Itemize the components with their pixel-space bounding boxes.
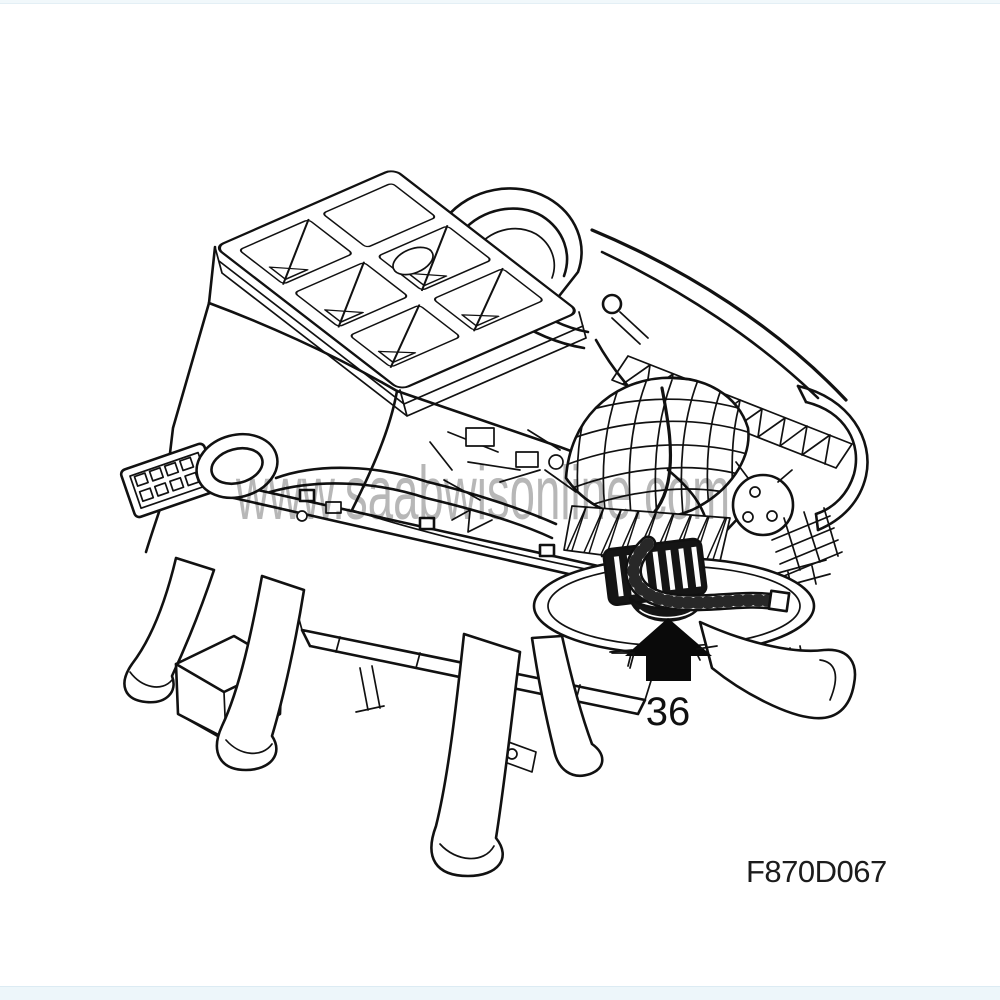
duct-leg <box>215 574 306 772</box>
duct-leg <box>430 632 522 878</box>
blower-mesh-dome <box>564 376 750 558</box>
plate-edge-marks <box>611 645 718 669</box>
floor-ducts <box>123 556 604 878</box>
hose-loop <box>195 432 558 540</box>
motor-end-plate <box>731 461 795 537</box>
hvac-line-art <box>119 170 869 878</box>
right-duct-leg <box>698 620 857 720</box>
upper-silhouette <box>590 228 848 402</box>
callout-number: 36 <box>646 690 691 734</box>
right-bracket-horn <box>796 384 869 532</box>
duct-leg <box>123 556 216 704</box>
air-distribution-frame <box>214 170 587 417</box>
callout: 36 <box>611 618 718 734</box>
corrugated-hose <box>625 535 791 613</box>
duct-leg <box>530 634 604 777</box>
page-top-edge-tint <box>0 0 1000 4</box>
page-bottom-edge-tint <box>0 986 1000 1000</box>
watermark-text: www.saabwisonline.com <box>235 451 730 536</box>
callout-arrow-up-icon <box>625 618 712 681</box>
figure-code: F870D067 <box>746 854 887 889</box>
